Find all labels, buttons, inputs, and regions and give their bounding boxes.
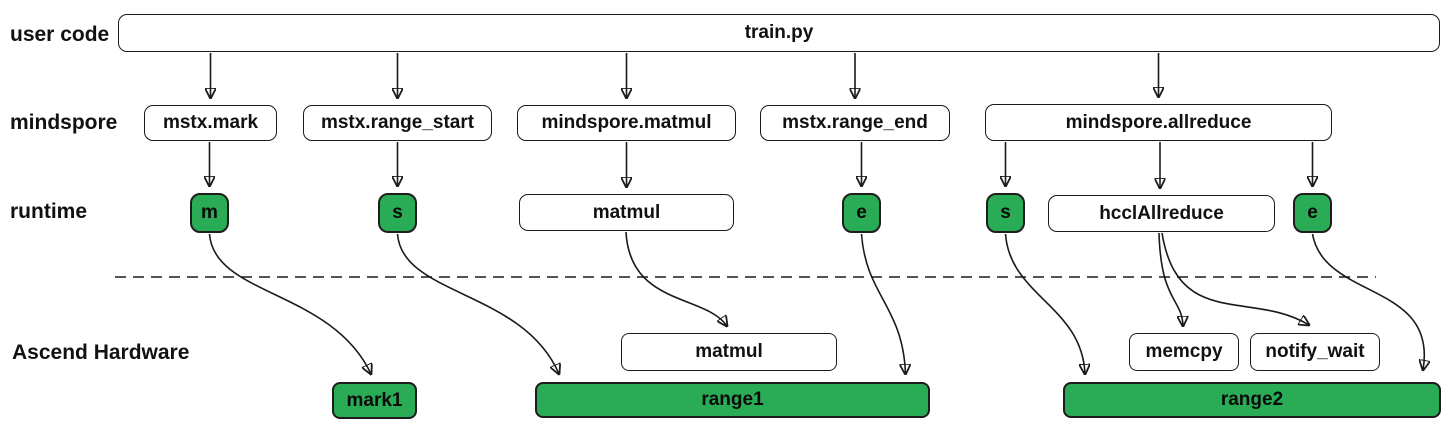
node-mstx-mark: mstx.mark — [144, 105, 277, 141]
node-runtime-mark-m: m — [190, 193, 229, 233]
node-hw-matmul: matmul — [621, 333, 837, 371]
arrow-matmul-runtime-to-matmul-hw — [625, 231, 727, 326]
node-mindspore-matmul: mindspore.matmul — [517, 105, 736, 141]
node-runtime-matmul: matmul — [519, 194, 734, 231]
row-label-ascend-hardware: Ascend Hardware — [12, 341, 190, 364]
arrow-hccl-to-notify-wait — [1161, 232, 1309, 325]
node-runtime-range-end-e: e — [842, 193, 881, 233]
node-runtime-allreduce-start-s: s — [986, 193, 1025, 233]
node-hw-memcpy: memcpy — [1129, 333, 1239, 371]
arrow-s2-to-range2 — [1004, 233, 1086, 374]
node-mstx-range-start: mstx.range_start — [303, 105, 492, 141]
row-label-user-code: user code — [10, 23, 110, 46]
node-hw-range2: range2 — [1063, 382, 1441, 418]
node-runtime-hccl-allreduce: hcclAllreduce — [1048, 195, 1275, 232]
row-label-mindspore: mindspore — [10, 111, 118, 134]
node-train-py: train.py — [118, 14, 1440, 52]
arrow-e-to-range1 — [860, 233, 906, 374]
arrow-s-to-range1 — [396, 233, 560, 374]
node-mstx-range-end: mstx.range_end — [760, 105, 950, 141]
node-runtime-allreduce-end-e: e — [1293, 193, 1332, 233]
node-hw-range1: range1 — [535, 382, 930, 418]
arrow-m-to-mark1 — [208, 233, 372, 374]
arrow-hccl-to-memcpy — [1158, 232, 1183, 326]
node-mindspore-allreduce: mindspore.allreduce — [985, 104, 1332, 141]
node-runtime-range-start-s: s — [378, 193, 417, 233]
node-hw-notify-wait: notify_wait — [1250, 333, 1380, 371]
node-hw-mark1: mark1 — [332, 382, 417, 419]
row-label-runtime: runtime — [10, 200, 88, 223]
